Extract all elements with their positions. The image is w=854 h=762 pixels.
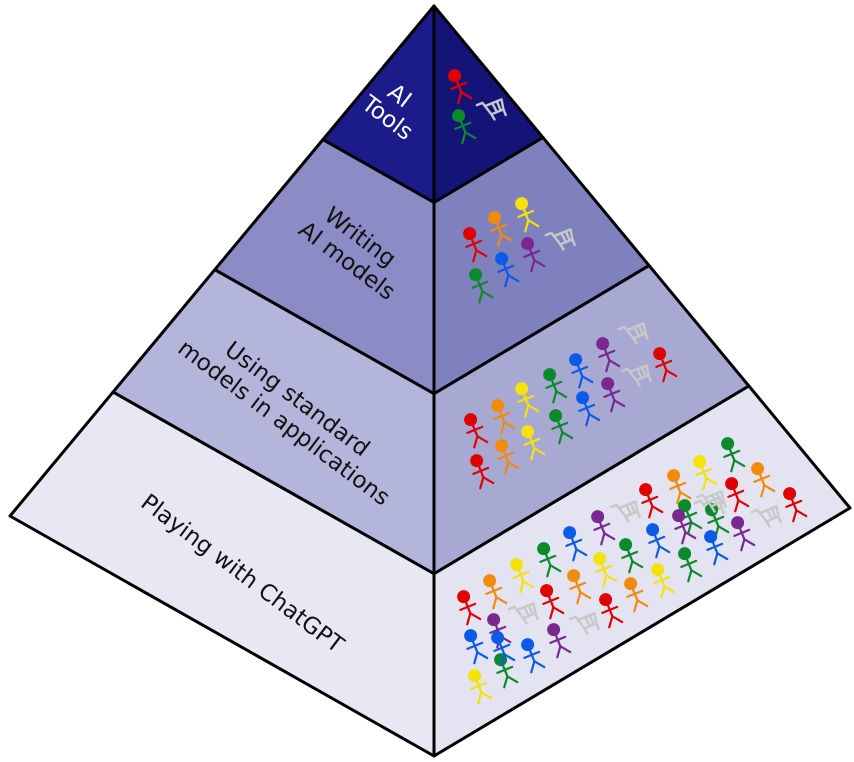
shopping-cart-icon xyxy=(568,612,600,635)
person-icon xyxy=(521,425,546,461)
person-icon xyxy=(549,409,574,445)
person-icon xyxy=(448,69,473,105)
person-icon xyxy=(576,391,601,427)
shopping-cart-icon xyxy=(617,322,649,345)
person-icon xyxy=(469,268,494,304)
person-icon xyxy=(488,211,513,247)
person-icon xyxy=(457,590,482,626)
person-icon xyxy=(599,593,624,629)
person-icon xyxy=(452,109,477,145)
person-icon xyxy=(463,227,488,263)
person-icon xyxy=(495,252,520,288)
person-icon xyxy=(537,542,562,578)
person-icon xyxy=(731,516,756,552)
pyramid-figures xyxy=(448,69,808,705)
person-icon xyxy=(646,523,671,559)
shopping-cart-icon xyxy=(750,505,782,528)
person-icon xyxy=(470,454,495,490)
shopping-cart-icon xyxy=(507,602,539,625)
person-icon xyxy=(705,503,730,539)
person-icon xyxy=(653,347,678,383)
person-icon xyxy=(601,377,626,413)
person-icon xyxy=(483,574,508,610)
person-icon xyxy=(672,509,697,545)
person-icon xyxy=(624,577,649,613)
person-icon xyxy=(515,197,540,233)
person-icon xyxy=(464,629,489,665)
person-icon xyxy=(783,487,808,523)
person-icon xyxy=(515,382,540,418)
shopping-cart-icon xyxy=(695,490,727,513)
person-icon xyxy=(491,631,516,667)
shopping-cart-icon xyxy=(544,228,576,251)
person-icon xyxy=(593,552,618,588)
person-icon xyxy=(569,353,594,389)
person-icon xyxy=(596,337,621,373)
person-icon xyxy=(619,538,644,574)
person-icon xyxy=(495,439,520,475)
person-icon xyxy=(563,526,588,562)
person-icon xyxy=(704,530,729,566)
person-icon xyxy=(521,638,546,674)
person-icon xyxy=(639,483,664,519)
person-icon xyxy=(468,669,493,705)
person-icon xyxy=(751,462,776,498)
person-icon xyxy=(667,469,692,505)
pyramid-faces xyxy=(8,4,852,758)
shopping-cart-icon xyxy=(620,364,652,387)
shopping-cart-icon xyxy=(475,98,507,121)
person-icon xyxy=(464,413,489,449)
person-icon xyxy=(521,237,546,273)
person-icon xyxy=(491,399,516,435)
person-icon xyxy=(540,584,565,620)
person-icon xyxy=(547,623,572,659)
person-icon xyxy=(543,368,568,404)
person-icon xyxy=(591,510,616,546)
person-icon xyxy=(678,499,703,535)
person-icon xyxy=(693,455,718,491)
person-icon xyxy=(510,558,535,594)
person-icon xyxy=(721,437,746,473)
person-icon xyxy=(678,547,703,583)
person-icon xyxy=(567,569,592,605)
person-icon xyxy=(725,477,750,513)
shopping-cart-icon xyxy=(609,500,641,523)
person-icon xyxy=(651,563,676,599)
